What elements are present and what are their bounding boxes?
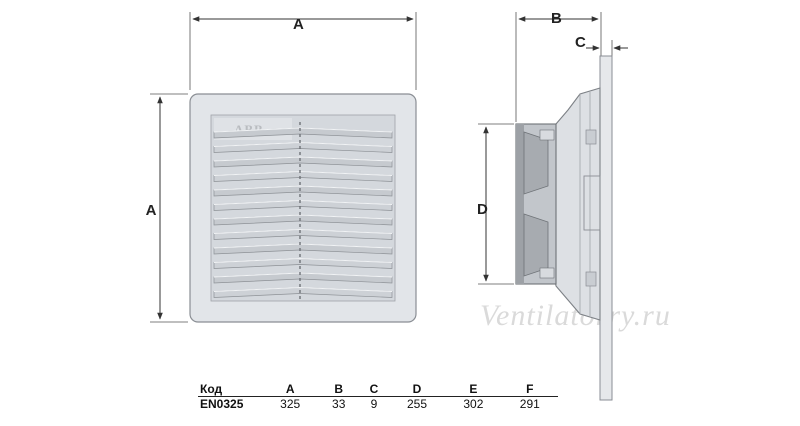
header-cell-d: D <box>388 382 446 397</box>
mounting-panel <box>599 55 613 401</box>
cell-d: 255 <box>406 397 428 411</box>
louvre-highlight <box>213 185 393 191</box>
cell-code: EN0325 <box>200 397 244 411</box>
cell-e: 302 <box>463 397 484 411</box>
dimension-b-label: B <box>551 10 562 27</box>
dimension-a-side: A <box>146 96 163 320</box>
dimension-a-side-label: A <box>146 202 157 219</box>
dimension-a-top-label: A <box>293 16 304 33</box>
header-cell-a: A <box>262 382 319 397</box>
header-cell-c: C <box>359 382 389 397</box>
header-cell-code: Код <box>198 382 262 397</box>
louvre-highlight <box>213 156 393 162</box>
dimension-c-label: C <box>575 34 586 51</box>
cell-b: 33 <box>332 397 346 411</box>
spec-table: Код A B C D E F EN0325 325 33 9 255 302 … <box>198 382 558 411</box>
front-view: A A ABB <box>146 12 417 323</box>
louvre-highlight <box>213 286 393 292</box>
spec-table-header-row: Код A B C D E F <box>198 382 558 397</box>
louvre-highlight <box>213 257 393 263</box>
dimension-a-top: A <box>192 16 414 33</box>
dimension-d: D <box>477 126 489 282</box>
cell-c: 9 <box>370 397 378 411</box>
dimension-c: C <box>575 34 628 51</box>
dimension-b: B <box>518 10 599 27</box>
side-view: B C D <box>477 10 628 401</box>
louvre-slats <box>213 122 393 302</box>
header-cell-f: F <box>501 382 558 397</box>
dimension-d-label: D <box>477 201 488 218</box>
cell-f: 291 <box>519 397 540 411</box>
louvre-highlight <box>213 228 393 234</box>
header-cell-b: B <box>318 382 360 397</box>
spec-table-row: EN0325 325 33 9 255 302 291 <box>198 397 558 412</box>
header-cell-e: E <box>445 382 502 397</box>
cell-a: 325 <box>280 397 301 411</box>
